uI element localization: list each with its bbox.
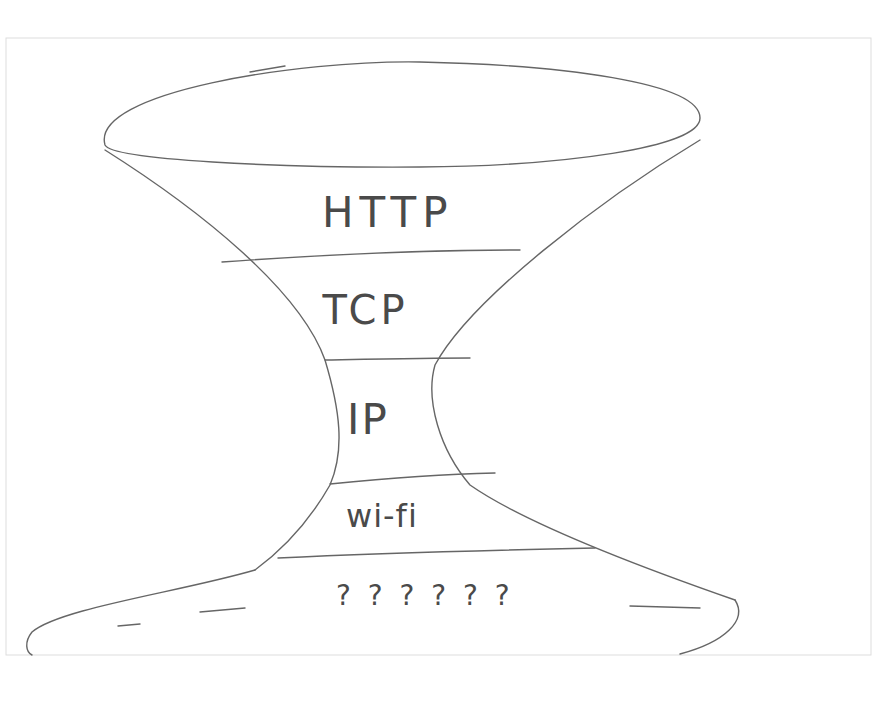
protocol-label: TCP [323, 287, 410, 333]
protocol-label: IP [347, 396, 389, 444]
protocol-band: wi-fi [342, 496, 422, 537]
protocol-band: TCP [319, 285, 414, 335]
protocol-band: ? ? ? ? ? ? [332, 578, 518, 615]
protocol-label: ? ? ? ? ? ? [336, 580, 514, 612]
protocol-band: IP [343, 394, 393, 447]
protocol-band: HTTP [318, 187, 458, 240]
protocol-label: wi-fi [346, 498, 418, 535]
protocol-label: HTTP [322, 189, 454, 237]
